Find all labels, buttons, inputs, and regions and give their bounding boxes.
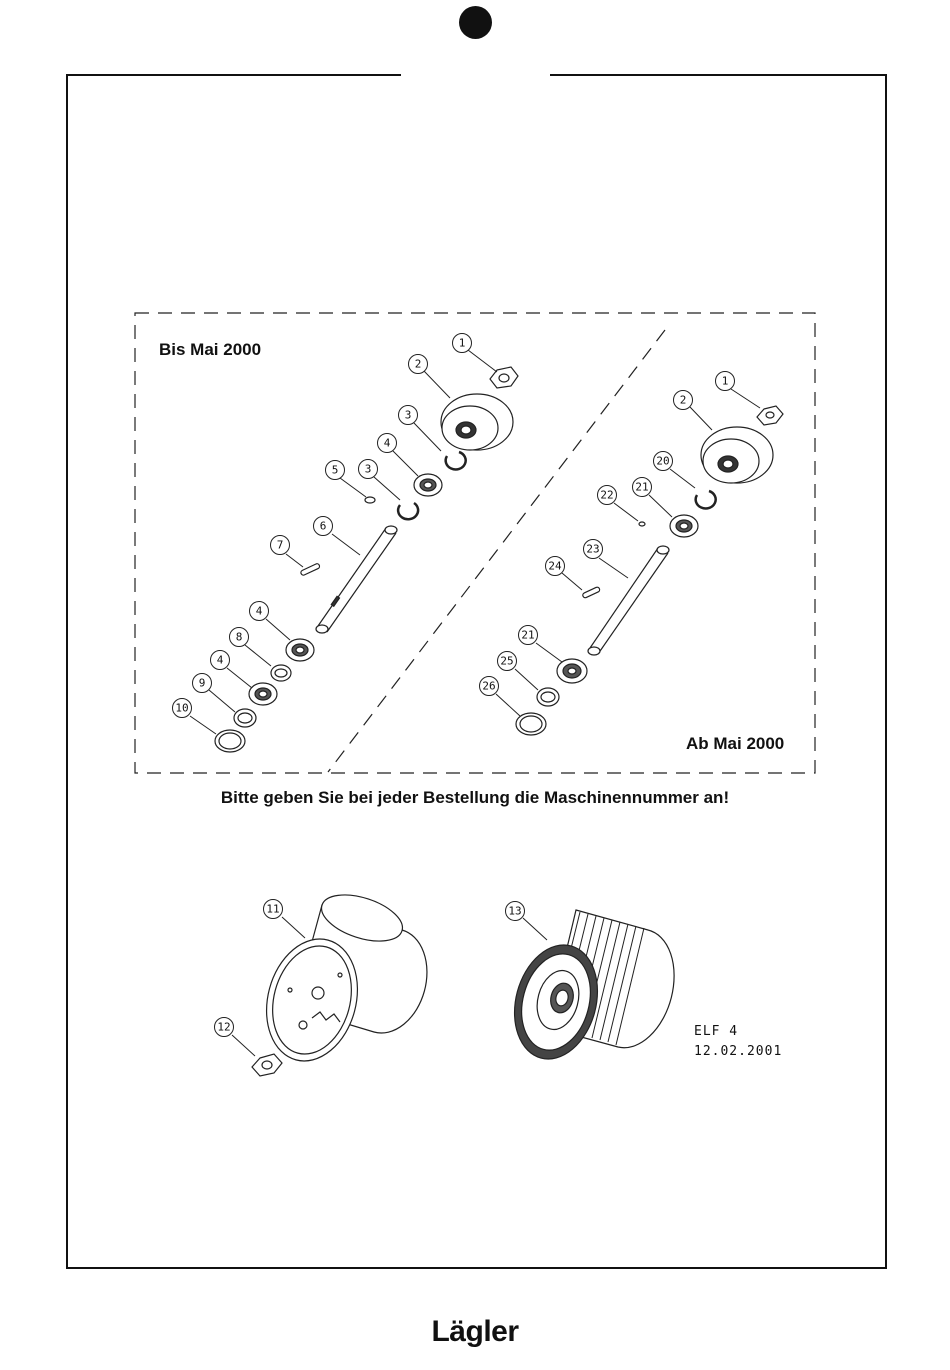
callout-right-2: 2 — [680, 394, 687, 407]
callout-right-25: 25 — [500, 655, 513, 668]
order-note: Bitte geben Sie bei jeder Bestellung die… — [0, 788, 950, 808]
callout-left-4c: 4 — [217, 654, 224, 667]
shaft — [316, 526, 397, 633]
circlip — [446, 452, 466, 469]
callout-bottom-11: 11 — [266, 903, 279, 916]
callout-right-26: 26 — [482, 680, 495, 693]
callout-bottom-12: 12 — [217, 1021, 230, 1034]
callout-right-22: 22 — [600, 489, 613, 502]
callout-left-3: 3 — [405, 409, 412, 422]
callout-left-8: 8 — [236, 631, 243, 644]
assembly-before — [215, 367, 518, 752]
callout-left-9: 9 — [199, 677, 206, 690]
callout-right-20: 20 — [656, 455, 669, 468]
callout-left-6: 6 — [320, 520, 327, 533]
callout-left-1: 1 — [459, 337, 466, 350]
brand-logo: Lägler — [0, 1315, 950, 1349]
callout-left-7: 7 — [277, 539, 284, 552]
callout-left-4: 4 — [384, 437, 391, 450]
callout-bottom-13: 13 — [508, 905, 521, 918]
callout-left-5: 5 — [332, 464, 339, 477]
callout-right-24: 24 — [548, 560, 562, 573]
callout-right-1: 1 — [722, 375, 729, 388]
drawing-id: ELF 4 — [694, 1024, 738, 1039]
label-before-may-2000: Bis Mai 2000 — [159, 340, 261, 360]
variant-box — [135, 313, 815, 773]
variant-divider — [328, 330, 665, 772]
label-after-may-2000: Ab Mai 2000 — [686, 734, 784, 754]
callout-left-3b: 3 — [365, 463, 372, 476]
callout-right-23: 23 — [586, 543, 599, 556]
callout-left-10: 10 — [175, 702, 188, 715]
knurled-roller — [502, 910, 674, 1068]
callout-right-21: 21 — [635, 481, 648, 494]
callout-left-4b: 4 — [256, 605, 263, 618]
callout-right-21b: 21 — [521, 629, 534, 642]
callout-left-2: 2 — [415, 358, 422, 371]
drawing-date: 12.02.2001 — [694, 1044, 782, 1059]
